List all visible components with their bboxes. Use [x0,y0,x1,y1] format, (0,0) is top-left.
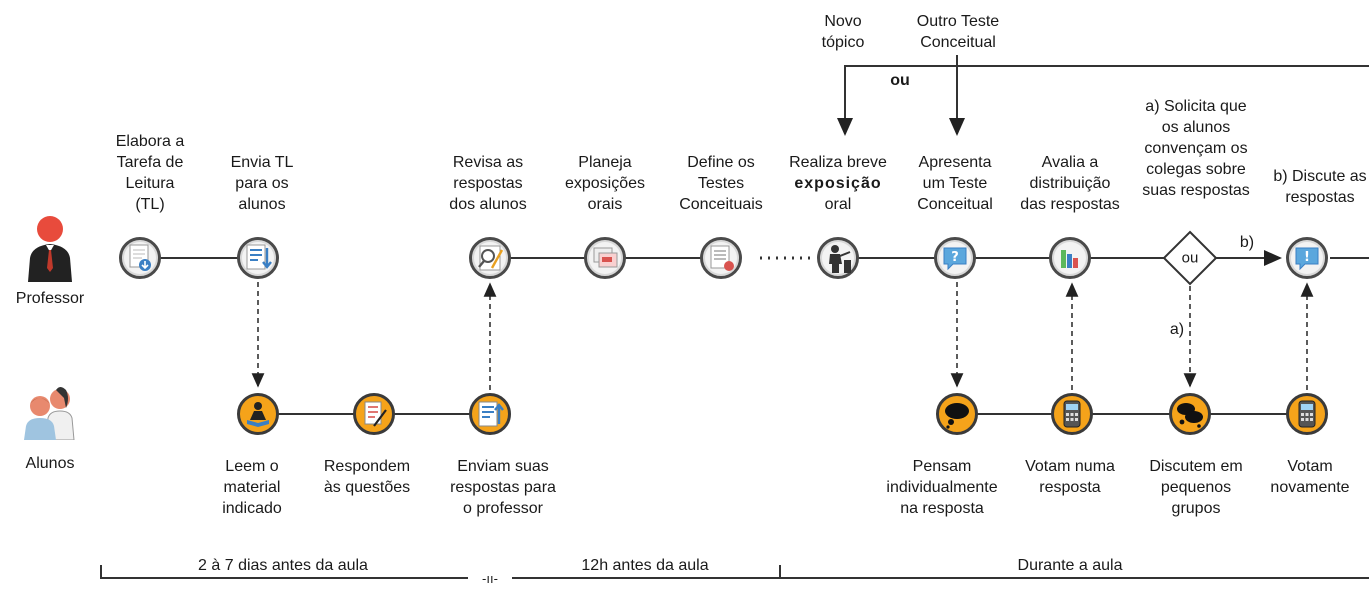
timeline-seg-1: 2 à 7 dias antes da aula [198,557,368,574]
prof-node-10: ! [1286,237,1328,279]
prof-node-8 [1049,237,1091,279]
review-icon [478,245,504,271]
prof-node-2 [237,237,279,279]
prof-node-4 [584,237,626,279]
timeline-left [100,565,468,579]
decision-b-label: b) [1239,234,1255,252]
professor-label: Professor [15,290,85,307]
answer-sheet-icon [364,401,387,427]
professor-icon [28,216,72,282]
svg-text:!: ! [1304,250,1310,265]
lecturer-icon [829,245,851,273]
stud-node-6 [1169,393,1211,435]
loop-line [844,65,1369,133]
professor-actor [26,212,74,287]
prof-node-1 [119,237,161,279]
loop-ou-label: ou [890,72,910,89]
clicker-icon [1063,400,1081,428]
stud-node-4 [936,393,978,435]
upload-document-icon [478,401,504,427]
prof-node-5 [700,237,742,279]
stud-node-2 [353,393,395,435]
stud-node-3 [469,393,511,435]
stud-node-1 [237,393,279,435]
students-icon [24,387,75,441]
thought-bubble-icon [945,403,969,429]
decision-label: ou [1181,249,1199,267]
bar-chart-icon [1061,250,1078,268]
exclamation-bubble-icon: ! [1295,247,1319,271]
stud-node-5 [1051,393,1093,435]
decision-a-label: a) [1169,321,1185,339]
question-bubble-icon: ? [943,247,967,271]
test-list-icon [710,245,734,271]
timeline-seg-2: 12h antes da aula [581,557,709,574]
timeline-break: -ıı- [482,571,498,586]
students-label: Alunos [25,455,75,472]
prof-node-6 [817,237,859,279]
prof-node-7: ? [934,237,976,279]
prof-node-3 [469,237,511,279]
document-icon [129,244,151,271]
reading-icon [247,402,269,427]
svg-text:?: ? [951,250,959,265]
students-actor [20,384,80,445]
clicker-icon [1298,400,1316,428]
send-document-icon [246,244,272,270]
timeline-seg-3: Durante a aula [1017,557,1123,574]
stud-node-7 [1286,393,1328,435]
decision-diamond [1162,230,1218,286]
discussion-bubbles-icon [1177,403,1203,428]
presentation-icon [593,247,618,268]
